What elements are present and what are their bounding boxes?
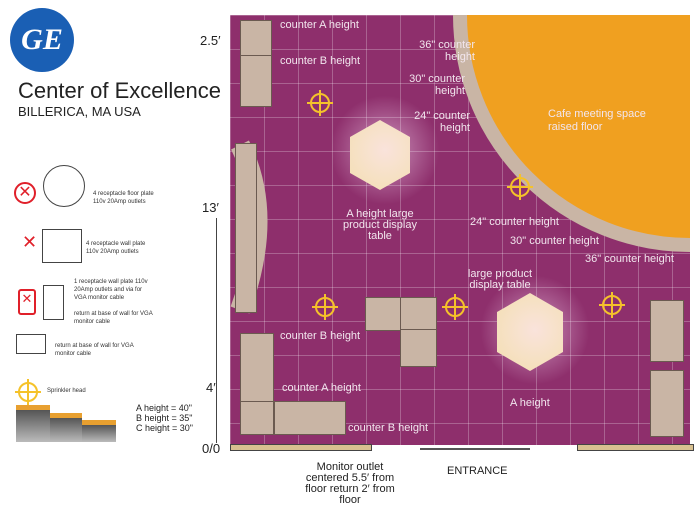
label-table-2-top: large product display table [467,268,533,291]
height-legend: A height = 40" B height = 35" C height =… [136,403,193,433]
dim-middle: 13′ [202,200,219,215]
sprinkler-icon [312,294,338,320]
label-counter-a-bottom: counter A height [282,382,361,394]
legend-vga-plate: 1 receptacle wall plate 110v 20Amp outle… [74,279,148,301]
label-counter-a-top: counter A height [280,19,359,31]
light [330,95,440,205]
height-c: C height = 30" [136,423,193,433]
entrance-door[interactable] [420,448,530,450]
legend-vga-return-b: return at base of wall for VGA monitor c… [55,343,134,357]
wall-plate-x-icon: ✕ [22,232,38,252]
height-a: A height = 40" [136,403,192,413]
ge-logo: GE [10,8,74,72]
counter-left [235,143,257,313]
wall-right [577,444,694,451]
floor-plate-outlet-icon [43,165,85,207]
sprinkler-icon [507,174,533,200]
label-24-top: 24" counter height [414,110,470,134]
vga-plate-icon [43,285,64,320]
dim-top: 2.5′ [200,33,221,48]
counter-a-sample [16,405,50,442]
label-36-top: 36" counter height [419,39,475,63]
label-24-right: 24" counter height [470,216,559,228]
counter-b-bottom [240,401,274,435]
wall-plate-icon [42,229,82,263]
label-36-right: 36" counter height [585,253,674,265]
light [480,275,590,385]
counter-b-top [240,55,272,107]
page-title: Center of Excellence [18,78,221,103]
label-table-1: A height large product display table [343,208,417,242]
counter-c-sample [82,420,116,442]
dim-origin: 0/0 [202,441,221,456]
legend-wall-plate: 4 receptacle wall plate 110v 20Amp outle… [86,241,146,255]
location: BILLERICA, MA USA [18,104,141,119]
label-counter-b-top: counter B height [280,55,361,67]
floor-plate-icon: ✕ [14,182,36,204]
dim-line [216,218,217,443]
dim-lower: 4′ [206,380,216,395]
sprinkler-icon [307,90,333,116]
label-30-right: 30" counter height [510,235,599,247]
monitor-outlet-note: Monitor outlet centered 5.5′ from floor … [305,461,395,506]
counter-mid-3 [400,329,437,367]
label-table-2-bottom: A height [510,397,550,409]
sprinkler-icon [442,294,468,320]
vga-return-icon [16,334,46,354]
label-cafe: Cafe meeting space raised floor [548,108,646,133]
counter-a-bottom [240,333,274,403]
counter-a-top [240,20,272,57]
sprinkler-icon [599,292,625,318]
height-b: B height = 35" [136,413,193,423]
label-counter-b-bottom: counter B height [348,422,429,434]
legend-vga-return-a: return at base of wall for VGA monitor c… [74,311,153,325]
label-counter-b-mid: counter B height [280,330,361,342]
entrance-label: ENTRANCE [447,465,508,477]
vga-plate-x-icon: ✕ [18,289,36,315]
label-30-top: 30" counter height [409,73,465,97]
wall-left [230,444,372,451]
counter-b-sample [50,413,82,442]
legend-sprinkler: Sprinkler head [47,388,86,394]
counter-mid-2 [400,297,437,331]
legend-floor-plate: 4 receptacle floor plate 110v 20Amp outl… [93,191,154,205]
sprinkler-legend-icon [15,379,41,405]
counter-b-bottom-long [274,401,346,435]
logo-text: GE [21,23,63,56]
counter-right-2 [650,370,684,437]
floor-plan: counter A height counter B height 36" co… [230,15,690,445]
counter-right-1 [650,300,684,362]
counter-mid-1 [365,297,402,331]
